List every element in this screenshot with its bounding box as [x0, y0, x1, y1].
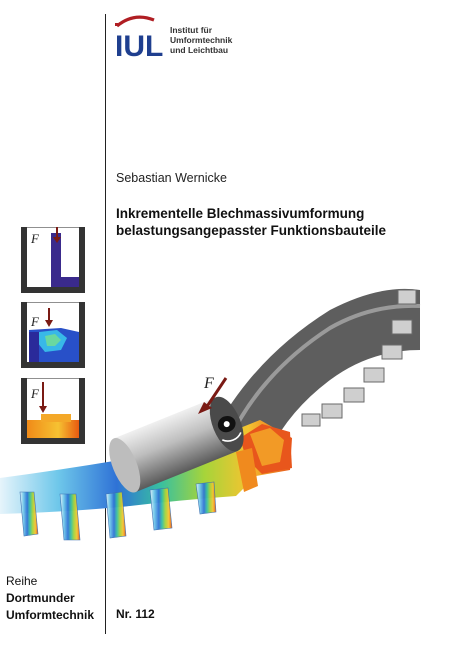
book-title: Inkrementelle Blechmassivumformung belas… — [116, 205, 446, 239]
simulation-step-2: F — [21, 302, 85, 368]
series-line-2: Dortmunder — [6, 591, 75, 605]
force-label: F — [30, 386, 40, 401]
institute-name: Institut für Umformtechnik und Leichtbau — [170, 25, 232, 55]
iul-logo: IUL — [115, 15, 163, 60]
simulation-step-3: F — [21, 378, 85, 444]
author-name: Sebastian Wernicke — [116, 171, 227, 185]
title-line-1: Inkrementelle Blechmassivumformung — [116, 206, 365, 221]
series-line-3: Umformtechnik — [6, 608, 95, 622]
simulation-step-1: F — [21, 227, 85, 293]
force-label: F — [203, 375, 214, 392]
institute-line-3: und Leichtbau — [170, 45, 229, 55]
force-label: F — [30, 231, 40, 246]
series-line-1: Reihe — [6, 574, 38, 588]
gear-roller-illustration: F — [0, 288, 421, 541]
force-label: F — [30, 314, 40, 329]
logo-text: IUL — [115, 30, 163, 60]
divider-line — [105, 14, 106, 634]
series-label: Reihe Dortmunder Umformtechnik — [6, 573, 94, 624]
volume-number: Nr. 112 — [116, 607, 155, 621]
title-line-2: belastungsangepasster Funktionsbauteile — [116, 223, 387, 238]
institute-line-1: Institut für — [170, 25, 213, 35]
institute-line-2: Umformtechnik — [170, 35, 233, 45]
